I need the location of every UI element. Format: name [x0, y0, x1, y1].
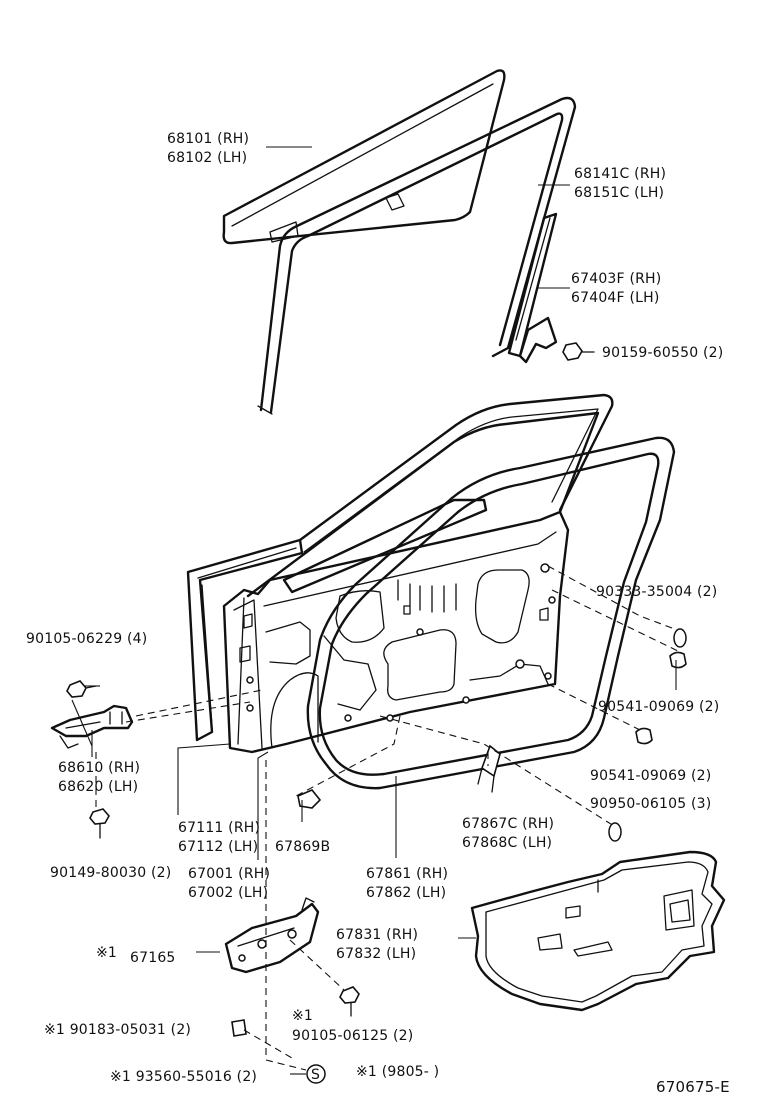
screw-symbol: S: [311, 1067, 320, 1083]
label-bolt-hinge: 90105-06229 (4): [26, 631, 147, 647]
sealing-clip-icon: [477, 744, 501, 793]
hole-plug-mid-icon: [669, 651, 687, 669]
label-sealing-rh: 67867C (RH): [462, 816, 554, 832]
label-cover-rh: 67831 (RH): [336, 927, 418, 943]
hole-cap-icon: [608, 822, 622, 842]
label-plug-cap: 90950-06105 (3): [590, 796, 711, 812]
label-screw: ※1 93560-55016 (2): [110, 1069, 257, 1085]
label-striker-mark: ※1: [96, 945, 117, 961]
door-hinge: [50, 704, 134, 749]
label-panel-rh: 67111 (RH): [178, 820, 260, 836]
door-inner-shell: [222, 411, 600, 754]
label-glass-lh: 68102 (LH): [167, 150, 247, 166]
label-hinge-lh: 68620 (LH): [58, 779, 138, 795]
glass-run: [257, 96, 577, 415]
part-labels: 68101 (RH) 68102 (LH) 68141C (RH) 68151C…: [26, 131, 730, 1096]
label-weatherstrip-rh: 67861 (RH): [366, 866, 448, 882]
leader-lines: [71, 146, 677, 1075]
division-bar-channel: [507, 212, 558, 364]
label-plug-mid: 90541-09069 (2): [598, 699, 719, 715]
service-hole-cover: [470, 850, 726, 1012]
figure-id: 670675-E: [656, 1078, 730, 1096]
door-glass: [222, 69, 506, 245]
hinge-bolt-icon: [66, 680, 97, 698]
dashed-guide-lines: [95, 565, 681, 1071]
label-sealing-lh: 67868C (LH): [462, 835, 552, 851]
label-door-rh: 67001 (RH): [188, 866, 270, 882]
label-bolt-channel: 90159-60550 (2): [602, 345, 723, 361]
label-footnote: ※1 (9805- ): [356, 1064, 439, 1080]
label-cover-lh: 67832 (LH): [336, 946, 416, 962]
plate-icon: [231, 1019, 247, 1037]
striker-bolt-icon: [339, 986, 360, 1017]
label-weatherstrip-lh: 67862 (LH): [366, 885, 446, 901]
label-glass-rh: 68101 (RH): [167, 131, 249, 147]
label-striker: 67165: [130, 950, 176, 966]
label-channel-lh: 67404F (LH): [571, 290, 660, 306]
bolt-icon: [562, 342, 595, 361]
label-plug-upper: 90333-35004 (2): [596, 584, 717, 600]
label-plate: ※1 90183-05031 (2): [44, 1022, 191, 1038]
door-outer-panel: [186, 393, 614, 742]
door-lock-striker: [224, 897, 320, 974]
label-door-lh: 67002 (LH): [188, 885, 268, 901]
label-bolt-striker: 90105-06125 (2): [292, 1028, 413, 1044]
label-run-rh: 68141C (RH): [574, 166, 666, 182]
hole-plug-icon: [673, 628, 687, 648]
hole-plug-lower-icon: [635, 727, 653, 745]
hinge-lower-bolt-icon: [89, 808, 110, 839]
label-plug-lower: 90541-09069 (2): [590, 768, 711, 784]
label-clip: 67869B: [275, 839, 330, 855]
label-panel-lh: 67112 (LH): [178, 839, 258, 855]
panel-clip-icon: [297, 789, 322, 809]
door-weatherstrip: [306, 436, 676, 790]
label-channel-rh: 67403F (RH): [571, 271, 661, 287]
screw-icon: S: [306, 1064, 326, 1084]
label-hinge-rh: 68610 (RH): [58, 760, 140, 776]
label-bolt-striker-mark: ※1: [292, 1008, 313, 1024]
label-bolt-hinge-lower: 90149-80030 (2): [50, 865, 171, 881]
label-run-lh: 68151C (LH): [574, 185, 664, 201]
